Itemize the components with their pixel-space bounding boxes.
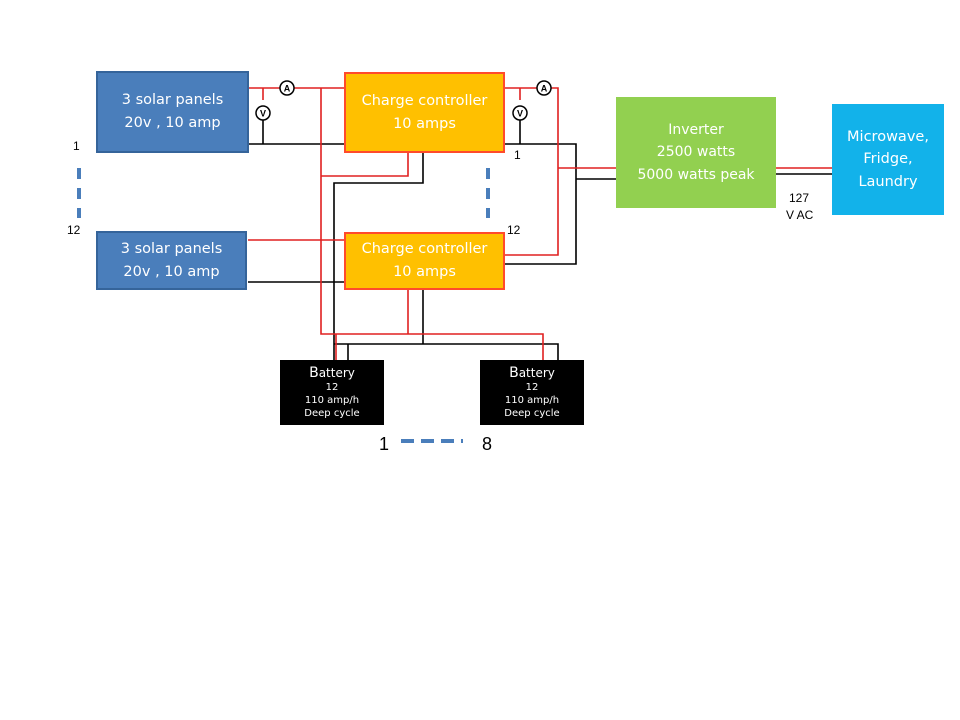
ac-voltage-unit: V AC xyxy=(786,208,814,222)
controller-index-last: 12 xyxy=(507,223,521,237)
charge-controller-box-2: Charge controller 10 amps xyxy=(344,232,505,290)
load-laundry: Laundry xyxy=(858,173,918,190)
battery-1-title: Battery xyxy=(309,365,355,381)
inverter-peak: 5000 watts peak xyxy=(637,166,755,183)
battery-1-type: Deep cycle xyxy=(304,408,360,419)
solar-panel-2-line2: 20v , 10 amp xyxy=(123,263,220,280)
battery-2-voltage: 12 xyxy=(525,382,539,393)
battery-2-title: Battery xyxy=(509,365,555,381)
battery-index-first: 1 xyxy=(379,434,390,454)
svg-text:A: A xyxy=(541,84,548,94)
charge-controller-1-line2: 10 amps xyxy=(393,115,456,132)
voltmeter-panel-side: V xyxy=(255,105,271,121)
solar-panel-box-2: 3 solar panels 20v , 10 amp xyxy=(96,231,247,290)
charge-controller-2-line2: 10 amps xyxy=(393,264,456,280)
battery-box-1: Battery 12 110 amp/h Deep cycle xyxy=(280,360,384,425)
battery-1-capacity: 110 amp/h xyxy=(304,395,360,406)
ammeter-controller-side: A xyxy=(536,80,552,96)
battery-2-capacity: 110 amp/h xyxy=(504,395,560,406)
voltmeter-controller-side: V xyxy=(512,105,528,121)
battery-index-last: 8 xyxy=(482,434,493,454)
controller-index-first: 1 xyxy=(514,148,521,162)
inverter-box: Inverter 2500 watts 5000 watts peak xyxy=(616,97,776,208)
ammeter-panel-side: A xyxy=(279,80,295,96)
svg-text:V: V xyxy=(517,109,523,119)
svg-text:A: A xyxy=(284,84,291,94)
ac-voltage-value: 127 xyxy=(789,191,810,205)
positive-wires xyxy=(248,87,832,360)
svg-text:V: V xyxy=(260,109,266,119)
battery-1-voltage: 12 xyxy=(325,382,339,393)
battery-box-2: Battery 12 110 amp/h Deep cycle xyxy=(480,360,584,425)
solar-panel-1-line2: 20v , 10 amp xyxy=(124,115,221,131)
solar-panel-1-line1: 3 solar panels xyxy=(121,92,224,108)
loads-box: Microwave, Fridge, Laundry xyxy=(832,104,944,215)
battery-2-type: Deep cycle xyxy=(504,408,560,419)
load-microwave: Microwave, xyxy=(847,128,929,145)
charge-controller-1-line1: Charge controller xyxy=(361,92,488,109)
charge-controller-box-1: Charge controller 10 amps xyxy=(344,72,505,153)
panel-index-first: 1 xyxy=(73,139,80,153)
solar-panel-box-1: 3 solar panels 20v , 10 amp xyxy=(96,71,249,153)
inverter-title: Inverter xyxy=(668,121,724,138)
load-fridge: Fridge, xyxy=(863,151,913,168)
panel-index-last: 12 xyxy=(67,223,81,237)
charge-controller-2-line1: Charge controller xyxy=(361,241,488,257)
inverter-rating: 2500 watts xyxy=(656,144,736,161)
solar-panel-2-line1: 3 solar panels xyxy=(120,240,223,257)
